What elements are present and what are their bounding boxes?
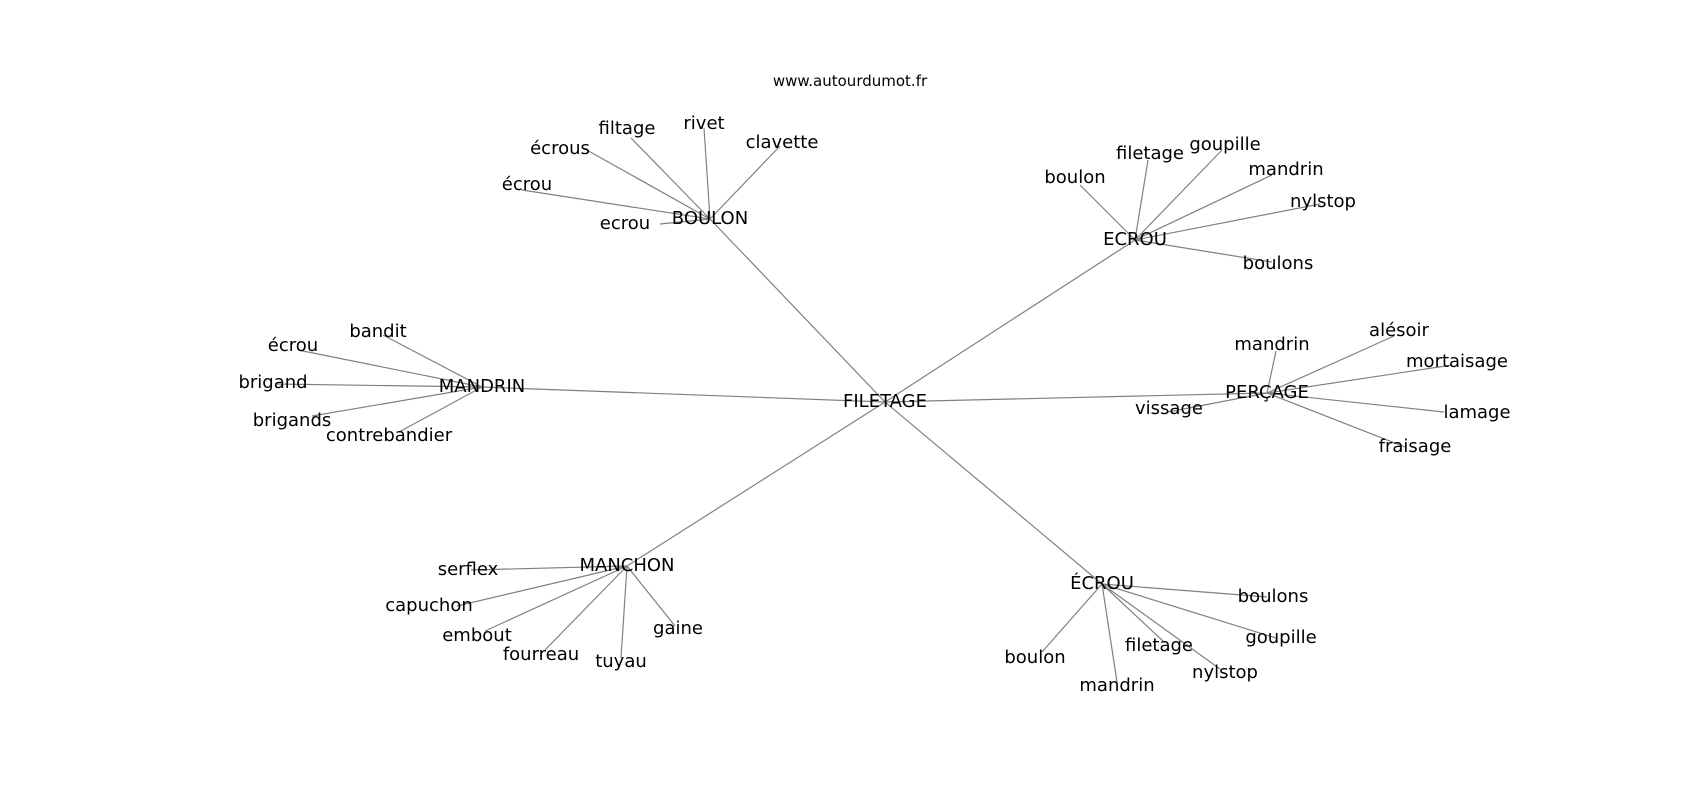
hub-leaf-edge xyxy=(1167,392,1268,413)
root-hub-edge xyxy=(884,401,1103,585)
hub-leaf-edge xyxy=(659,218,711,225)
hub-node-label: MANCHON xyxy=(579,555,674,576)
leaf-node-label: goupille xyxy=(1245,627,1316,648)
leaf-node-label: vissage xyxy=(1135,398,1203,419)
leaf-node-label: embout xyxy=(442,625,512,646)
hub-leaf-edge xyxy=(620,565,628,659)
leaf-node-label: boulons xyxy=(1243,253,1314,274)
leaf-node-label: filtage xyxy=(599,118,656,139)
hub-leaf-edge xyxy=(630,137,711,220)
hub-leaf-edge xyxy=(584,148,711,220)
hub-leaf-edge xyxy=(1266,335,1395,394)
root-hub-edge xyxy=(884,392,1268,403)
hub-leaf-edge xyxy=(1134,239,1273,263)
labels-layer: FILETAGE BOULON écrous filtage rivet clavette… xyxy=(238,113,1510,696)
hub-leaf-edge xyxy=(1041,583,1103,653)
root-node-label: FILETAGE xyxy=(843,391,927,412)
leaf-node-label: bandit xyxy=(349,321,406,342)
leaf-node-label: écrou xyxy=(502,174,552,195)
hub-leaf-edge xyxy=(709,145,781,220)
hub-leaf-edge xyxy=(1134,149,1223,241)
hub-leaf-edge xyxy=(544,565,628,651)
leaf-node-label: clavette xyxy=(746,132,819,153)
leaf-node-label: boulon xyxy=(1004,647,1065,668)
leaf-node-label: brigands xyxy=(253,410,332,431)
hub-node-label: ÉCROU xyxy=(1070,572,1134,594)
leaf-node-label: fourreau xyxy=(503,644,579,665)
hub-leaf-edge xyxy=(1101,583,1221,670)
hub-leaf-edge xyxy=(456,565,628,607)
hub-leaf-edge xyxy=(398,386,483,433)
hub-leaf-edge xyxy=(1266,364,1453,394)
leaf-node-label: écrous xyxy=(530,138,590,159)
leaf-node-label: filetage xyxy=(1116,143,1184,164)
leaf-node-label: contrebandier xyxy=(326,425,453,446)
hub-leaf-edge xyxy=(275,383,483,388)
hub-leaf-edge xyxy=(1134,203,1321,241)
hub-leaf-edge xyxy=(1079,184,1136,241)
source-url: www.autourdumot.fr xyxy=(772,72,928,90)
hub-leaf-edge xyxy=(382,334,483,388)
hub-leaf-edge xyxy=(484,565,628,632)
leaf-node-label: brigand xyxy=(238,372,307,393)
leaf-node-label: mortaisage xyxy=(1406,351,1508,372)
hub-leaf-edge xyxy=(1101,583,1118,683)
hub-leaf-edge xyxy=(1101,583,1165,643)
root-hub-edge xyxy=(884,239,1136,403)
leaf-node-label: boulon xyxy=(1044,167,1105,188)
hub-node-label: MANDRIN xyxy=(439,376,525,397)
leaf-node-label: filetage xyxy=(1125,635,1193,656)
hub-leaf-edge xyxy=(521,189,711,220)
leaf-node-label: serflex xyxy=(438,559,499,580)
leaf-node-label: ecrou xyxy=(600,213,650,234)
hub-leaf-edge xyxy=(311,386,483,417)
leaf-node-label: mandrin xyxy=(1079,675,1154,696)
hub-leaf-edge xyxy=(703,127,711,220)
leaf-node-label: goupille xyxy=(1189,134,1260,155)
hub-leaf-edge xyxy=(1266,392,1406,448)
leaf-node-label: alésoir xyxy=(1369,320,1429,341)
hub-leaf-edge xyxy=(1266,350,1277,394)
hub-leaf-edge xyxy=(1101,583,1268,598)
hub-node-label: PERÇAGE xyxy=(1225,382,1309,403)
hub-leaf-edge xyxy=(1134,174,1273,241)
hub-leaf-edge xyxy=(1134,159,1149,241)
edges-layer xyxy=(275,127,1453,683)
hub-leaf-edge xyxy=(1101,583,1277,639)
hub-leaf-edge xyxy=(1266,392,1445,413)
hub-leaf-edge xyxy=(470,565,628,571)
leaf-node-label: fraisage xyxy=(1379,436,1452,457)
leaf-node-label: écrou xyxy=(268,335,318,356)
leaf-node-label: tuyau xyxy=(595,651,647,672)
hub-leaf-edge xyxy=(626,565,676,627)
hub-leaf-edge xyxy=(297,349,483,388)
leaf-node-label: gaine xyxy=(653,618,703,639)
leaf-node-label: rivet xyxy=(683,113,724,134)
hub-node-label: BOULON xyxy=(672,208,748,229)
leaf-node-label: mandrin xyxy=(1248,159,1323,180)
root-hub-edge xyxy=(626,401,886,567)
leaf-node-label: mandrin xyxy=(1234,334,1309,355)
root-hub-edge xyxy=(709,218,886,403)
leaf-node-label: nylstop xyxy=(1192,662,1258,683)
hub-node-label: ECROU xyxy=(1103,229,1167,250)
leaf-node-label: lamage xyxy=(1443,402,1510,423)
root-hub-edge xyxy=(481,386,886,403)
leaf-node-label: nylstop xyxy=(1290,191,1356,212)
leaf-node-label: capuchon xyxy=(385,595,473,616)
leaf-node-label: boulons xyxy=(1238,586,1309,607)
